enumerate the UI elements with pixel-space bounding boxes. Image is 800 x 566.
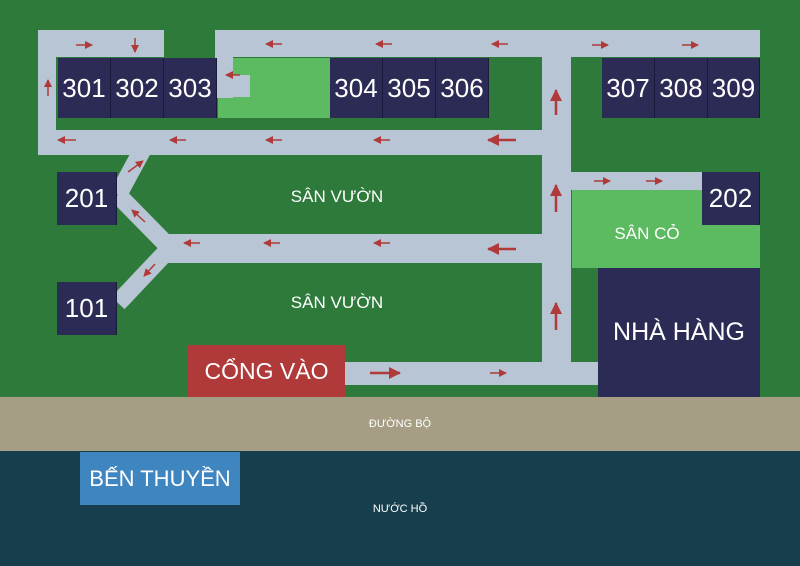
room-301[interactable]: 301 [58,58,111,118]
path-row-3 [38,130,570,155]
room-307[interactable]: 307 [602,58,655,118]
restaurant-label: NHÀ HÀNG [613,318,745,346]
room-202[interactable]: 202 [702,172,760,225]
wharf-label: BẾN THUYỀN [89,465,231,491]
direction-arrow-icon [127,160,144,173]
garden-lower-label: SÂN VƯỜN [290,293,384,312]
room-201[interactable]: 201 [57,172,117,225]
path-to-202 [542,172,702,190]
room-308[interactable]: 308 [655,58,708,118]
room-303[interactable]: 303 [164,58,217,118]
room-306[interactable]: 306 [436,58,489,118]
road-strip: ĐƯỜNG BỘ [0,397,800,451]
room-305[interactable]: 305 [383,58,436,118]
path-entrance [345,362,600,385]
direction-arrow-icon [131,209,146,223]
gate-label: CỔNG VÀO [204,357,329,384]
restaurant-building[interactable]: NHÀ HÀNG [598,268,760,397]
path-stub-303 [215,75,250,97]
direction-arrow-icon [143,263,156,277]
path-top-left [38,30,164,57]
lawn-label: SÂN CỎ [614,224,680,243]
lake-label: NƯỚC HỒ [372,503,428,515]
wharf[interactable]: BẾN THUYỀN [80,452,240,505]
path-top-right [215,30,760,57]
room-304[interactable]: 304 [330,58,383,118]
room-101[interactable]: 101 [57,282,117,335]
path-left-vertical [38,30,56,155]
road-label: ĐƯỜNG BỘ [368,418,432,430]
gate[interactable]: CỔNG VÀO [188,345,345,397]
garden-upper-label: SÂN VƯỜN [290,187,384,206]
room-309[interactable]: 309 [708,58,760,118]
room-302[interactable]: 302 [111,58,164,118]
